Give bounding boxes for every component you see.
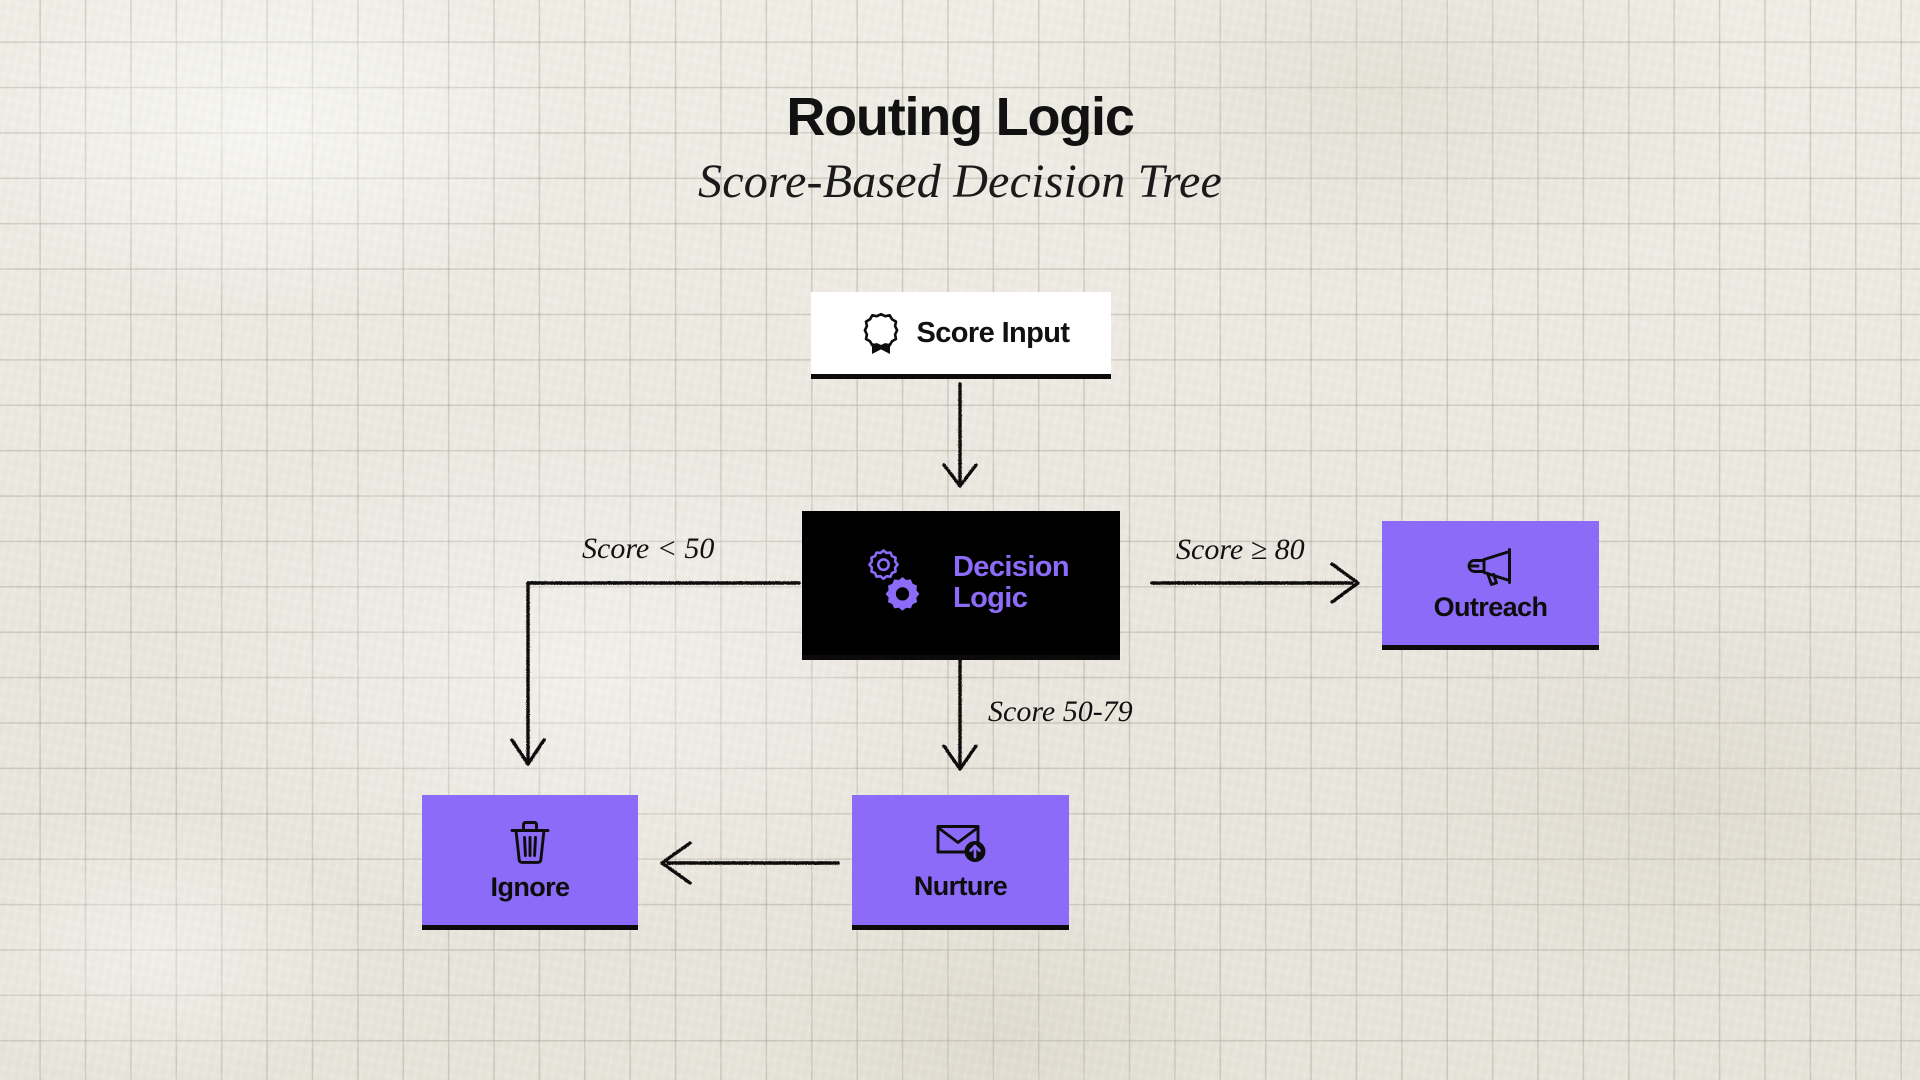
node-outreach[interactable]: Outreach: [1382, 521, 1599, 645]
megaphone-icon: [1465, 545, 1517, 587]
page-title: Routing Logic: [786, 87, 1135, 147]
heading-block: Routing Logic Score-Based Decision Tree: [0, 88, 1920, 209]
page-subtitle: Score-Based Decision Tree: [698, 155, 1222, 209]
node-label-decision-logic-line1: Decision: [952, 551, 1070, 584]
node-label-ignore: Ignore: [490, 871, 571, 902]
node-decision-logic[interactable]: Decision Logic: [802, 511, 1120, 655]
node-label-outreach: Outreach: [1433, 591, 1548, 622]
edge-label-score-50-79: Score 50-79: [988, 695, 1133, 728]
node-label-decision-logic: Decision Logic: [952, 551, 1070, 614]
edge-label-score-less-than-50: Score < 50: [582, 532, 715, 565]
edge-label-score-gte-80: Score ≥ 80: [1176, 533, 1305, 566]
award-badge-icon: [861, 311, 901, 355]
envelope-upload-icon: [935, 820, 987, 864]
node-label-nurture: Nurture: [913, 870, 1008, 901]
node-ignore[interactable]: Ignore: [422, 795, 638, 925]
gears-icon: [859, 546, 931, 620]
trash-bin-icon: [508, 819, 552, 865]
node-label-decision-logic-line2: Logic: [952, 582, 1028, 614]
node-nurture[interactable]: Nurture: [852, 795, 1069, 925]
node-label-score-input: Score Input: [916, 316, 1071, 349]
node-score-input[interactable]: Score Input: [811, 292, 1111, 374]
